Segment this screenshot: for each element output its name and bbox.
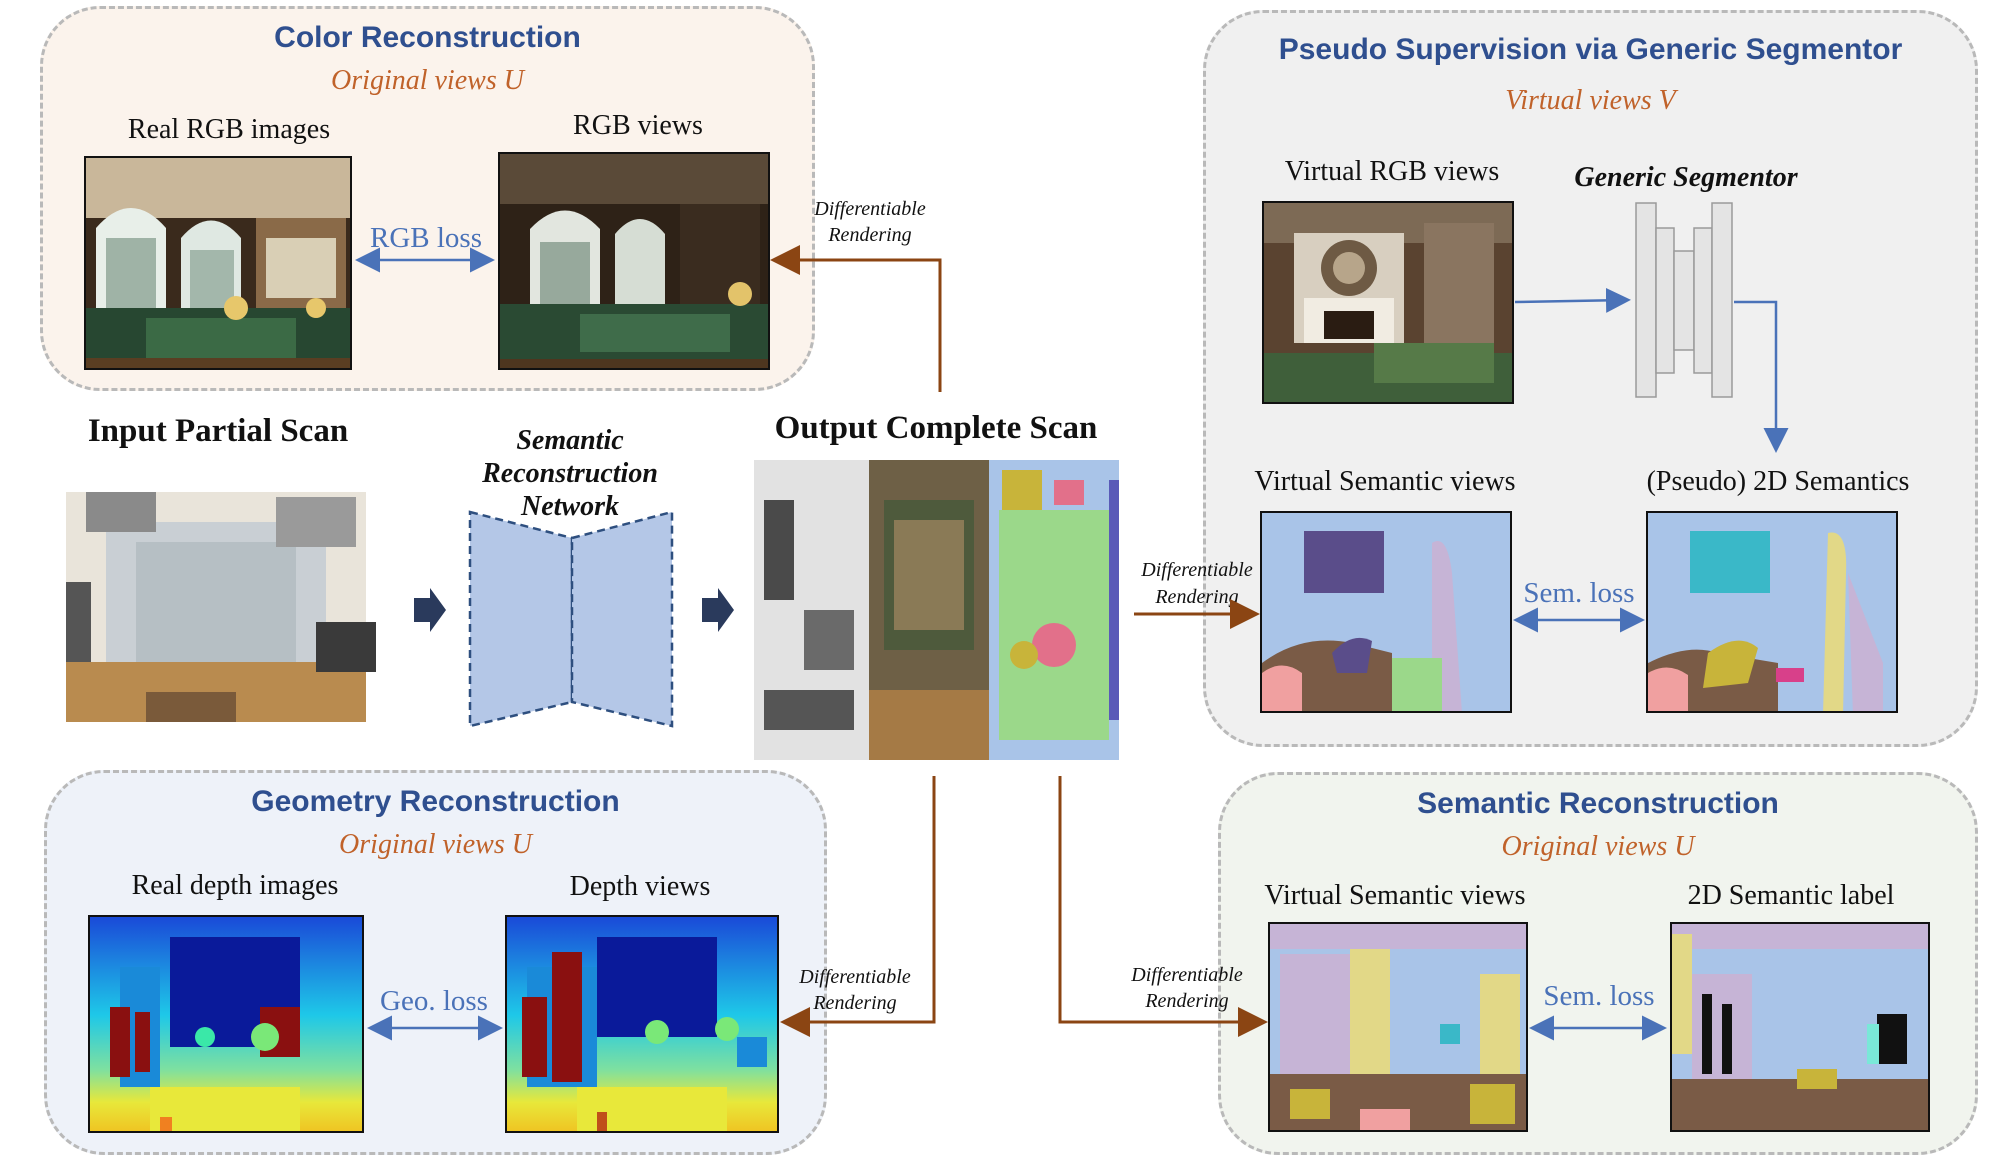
- rendering-label-semantic: Differentiable Rendering: [1112, 962, 1262, 1014]
- depth-views-caption: Depth views: [569, 871, 711, 902]
- virtual-rgb-views-caption: Virtual RGB views: [1284, 156, 1500, 187]
- pseudo-2d-semantics-caption: (Pseudo) 2D Semantics: [1646, 466, 1910, 497]
- 2d-semantic-label-caption: 2D Semantic label: [1687, 880, 1895, 911]
- network-label-line2: Reconstruction: [482, 458, 658, 489]
- output-complete-scan-title: Output Complete Scan: [774, 410, 1098, 446]
- network-label-line1: Semantic: [516, 425, 624, 456]
- rendering-label-pseudo: Differentiable: [1141, 559, 1253, 581]
- color-panel-subtitle: Original views U: [331, 65, 524, 96]
- virtual-semantic-views-caption-bottom: Virtual Semantic views: [1264, 880, 1526, 911]
- rgb-loss-label: RGB loss: [369, 222, 482, 254]
- semantic-panel-subtitle: Original views U: [1501, 831, 1695, 862]
- pseudo-sem-loss-label: Sem. loss: [1523, 577, 1635, 609]
- 2d-semantic-label-image: [1670, 922, 1930, 1132]
- rendering-label-semantic-line1: Differentiable: [1131, 964, 1243, 986]
- network-label-line3: Network: [521, 491, 619, 522]
- input-partial-scan-title: Input Partial Scan: [87, 413, 349, 449]
- rendering-label-geometry: Differentiable Rendering: [780, 964, 930, 1016]
- real-rgb-images-caption: Real RGB images: [127, 114, 331, 145]
- depth-view-image: [505, 915, 779, 1133]
- geometry-panel-title: Geometry Reconstruction: [251, 785, 620, 818]
- geo-loss-label: Geo. loss: [380, 985, 488, 1017]
- real-depth-image: [88, 915, 364, 1133]
- pseudo-2d-semantics-image: [1646, 511, 1898, 713]
- rendering-label-semantic-line2: Rendering: [1145, 990, 1229, 1012]
- rendering-label-color-line1: Differentiable: [814, 198, 926, 220]
- virtual-semantic-view-image-top: [1260, 511, 1512, 713]
- virtual-rgb-view-image: [1262, 201, 1514, 404]
- rgb-view-image: [498, 152, 770, 370]
- virtual-semantic-views-caption-top: Virtual Semantic views: [1254, 466, 1516, 497]
- rgb-views-caption: RGB views: [573, 110, 703, 141]
- rendering-label-color: Differentiable Rendering: [790, 196, 950, 248]
- semantic-sem-loss-label: Sem. loss: [1543, 980, 1655, 1012]
- input-partial-scan-image: [46, 462, 392, 740]
- real-rgb-image: [84, 156, 352, 370]
- semantic-panel-title: Semantic Reconstruction: [1417, 787, 1779, 820]
- color-panel-title: Color Reconstruction: [274, 21, 581, 54]
- real-depth-images-caption: Real depth images: [131, 870, 339, 901]
- generic-segmentor-caption: Generic Segmentor: [1574, 162, 1798, 193]
- geometry-panel-subtitle: Original views U: [339, 829, 532, 860]
- virtual-semantic-view-image-bottom: [1268, 922, 1528, 1132]
- pseudo-panel-subtitle: Virtual views V: [1505, 85, 1676, 116]
- rendering-label-geometry-line1: Differentiable: [799, 966, 911, 988]
- pseudo-panel-title: Pseudo Supervision via Generic Segmentor: [1278, 33, 1903, 66]
- rendering-label-color-line2: Rendering: [828, 224, 912, 246]
- rendering-label-pseudo-line2: Rendering: [1155, 586, 1239, 608]
- rendering-label-geometry-line2: Rendering: [813, 992, 897, 1014]
- output-complete-scan-image: [754, 460, 1124, 760]
